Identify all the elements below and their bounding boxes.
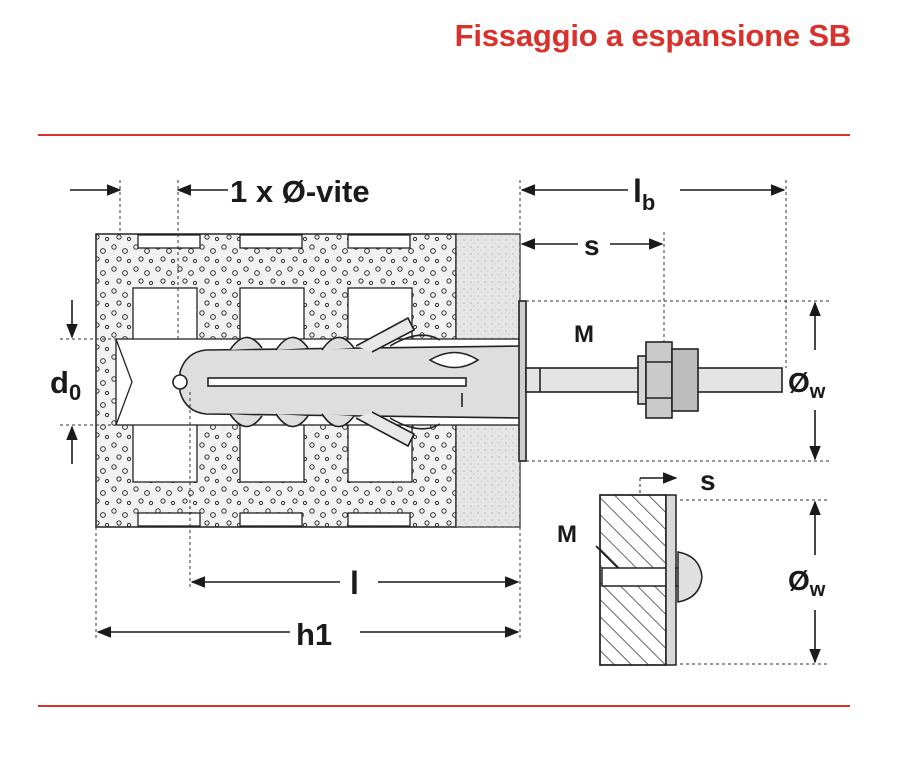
projection-lines xyxy=(60,180,830,665)
screw-depth-label: 1 x Ø-vite xyxy=(230,174,370,209)
ow-top-label: Øw xyxy=(788,367,826,403)
ow-bottom-label: Øw xyxy=(788,565,826,601)
d0-main-text: d xyxy=(50,365,69,400)
ow-top-sub-text: w xyxy=(809,381,826,403)
bolt-assembly xyxy=(518,300,783,462)
l-label: l xyxy=(350,565,359,601)
ow-bottom-main-text: Ø xyxy=(788,565,810,596)
lb-main-text: l xyxy=(633,173,642,209)
ow-bottom-sub-text: w xyxy=(809,579,826,601)
lb-label: lb xyxy=(633,173,655,215)
d0-sub-text: 0 xyxy=(69,380,81,405)
d0-label: d0 xyxy=(50,365,81,405)
lb-sub-text: b xyxy=(642,190,655,215)
detail-section xyxy=(599,478,703,666)
expansion-plug xyxy=(172,316,521,448)
ow-top-main-text: Ø xyxy=(788,367,810,398)
h1-label: h1 xyxy=(296,617,332,652)
M-top-label: M xyxy=(574,321,594,348)
M-bottom-label: M xyxy=(557,521,577,548)
top-divider xyxy=(38,134,850,136)
s-top-label: s xyxy=(584,230,600,261)
page-title: Fissaggio a espansione SB xyxy=(454,18,852,53)
bottom-divider xyxy=(38,705,850,707)
s-bottom-label: s xyxy=(700,465,716,496)
